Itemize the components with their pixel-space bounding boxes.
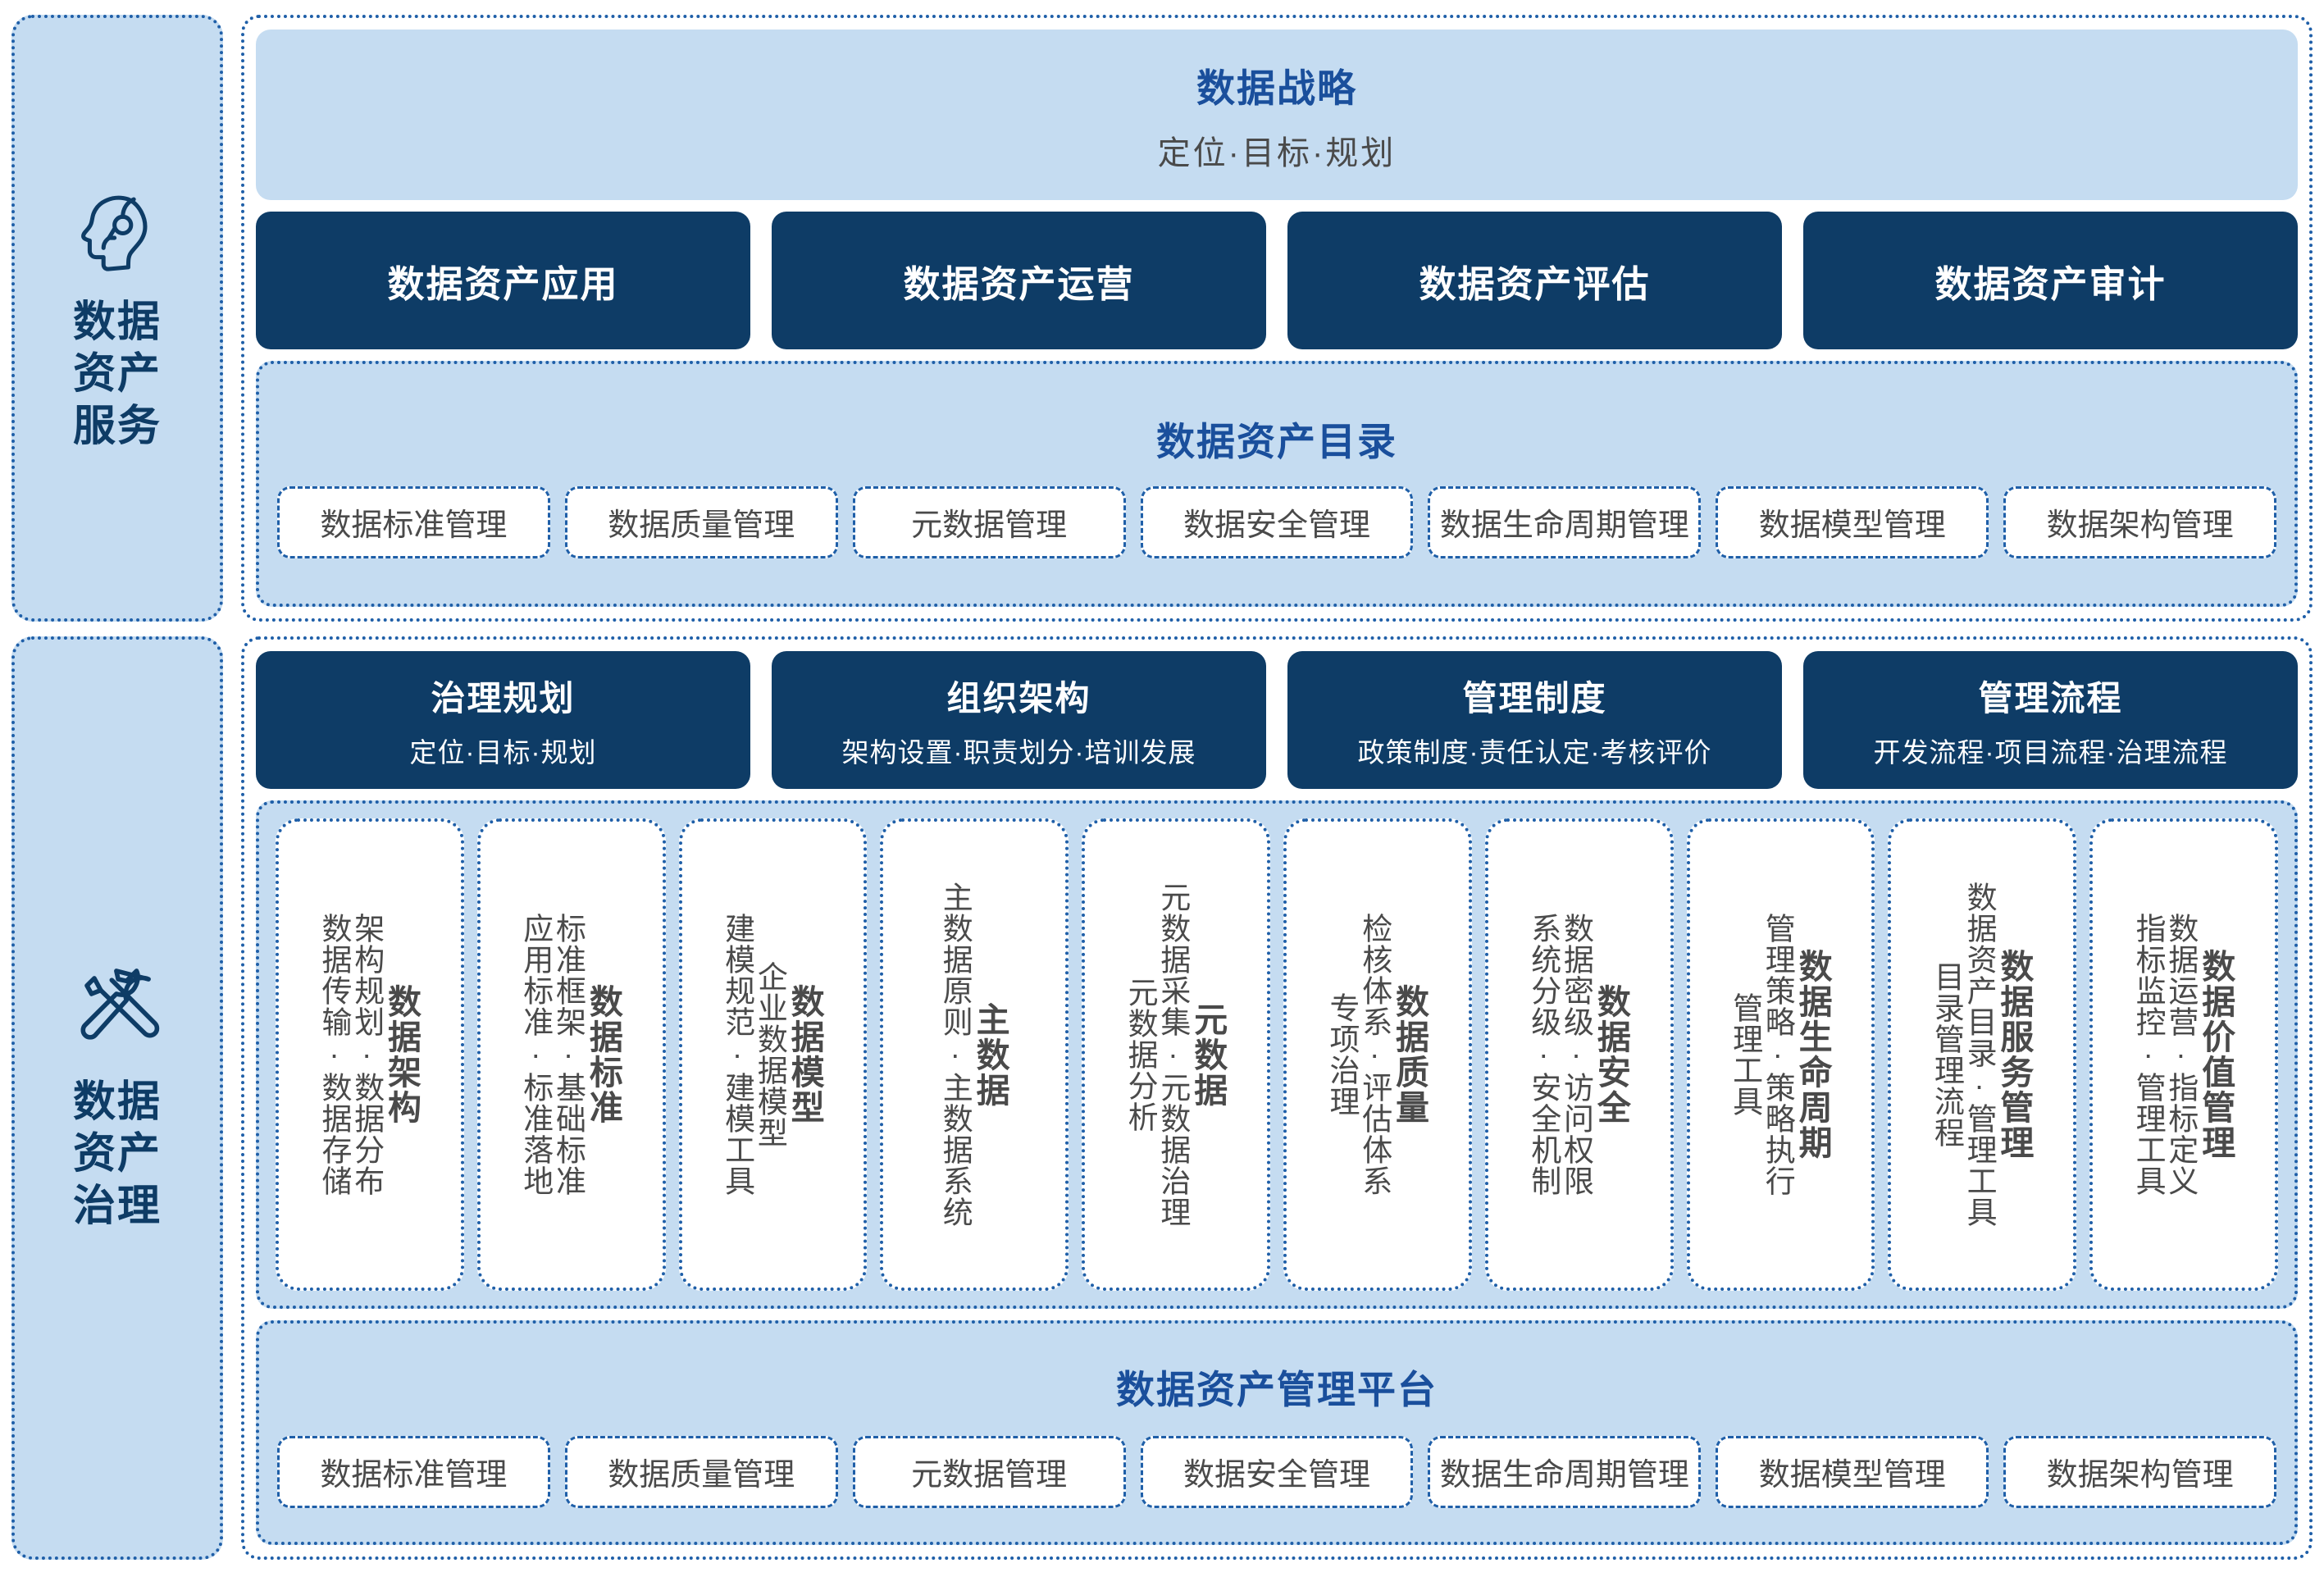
pillar-detail: 系统分级·安全机制	[1526, 913, 1561, 1196]
pillar-detail: 元数据采集·元数据治理	[1155, 882, 1190, 1228]
pillar-detail: 数据密级·访问权限	[1559, 913, 1593, 1196]
head-profile-icon	[71, 184, 163, 276]
pillar-data-model[interactable]: 数据模型 企业数据模型 建模规范·建模工具	[678, 818, 868, 1291]
box-subtitle: 政策制度·责任认定·考核评价	[1357, 736, 1712, 768]
pillar-detail: 建模规范·建模工具	[720, 913, 754, 1196]
catalog-chip-row: 数据标准管理 数据质量管理 元数据管理 数据安全管理 数据生命周期管理 数据模型…	[277, 485, 2277, 558]
pillar-detail: 管理工具	[1728, 992, 1762, 1117]
platform-title: 数据资产管理平台	[1116, 1367, 1438, 1411]
platform-chip[interactable]: 数据标准管理	[277, 1435, 550, 1508]
pillar-title: 数据价值管理	[2196, 949, 2235, 1160]
pillar-detail: 检核体系·评估体系	[1357, 913, 1392, 1196]
catalog-title: 数据资产目录	[1156, 419, 1397, 463]
pillar-data-architecture[interactable]: 数据架构 架构规划·数据分布 数据传输·数据存储	[276, 818, 464, 1291]
catalog-chip[interactable]: 数据架构管理	[2003, 485, 2277, 558]
catalog-chip[interactable]: 数据标准管理	[277, 485, 550, 558]
pillar-title: 元数据	[1188, 1001, 1227, 1108]
governance-box-process[interactable]: 管理流程 开发流程·项目流程·治理流程	[1803, 651, 2298, 789]
box-title: 数据资产审计	[1934, 262, 2167, 305]
pillar-detail: 专项治理	[1324, 992, 1359, 1117]
platform-chip[interactable]: 数据架构管理	[2003, 1435, 2277, 1508]
asset-service-box-evaluation[interactable]: 数据资产评估	[1287, 212, 1782, 349]
sidebar-item-data-asset-service[interactable]: 数据资产服务	[11, 15, 223, 622]
governance-box-organization[interactable]: 组织架构 架构设置·职责划分·培训发展	[772, 651, 1266, 789]
sidebar-item-label: 数据资产服务	[72, 298, 162, 450]
box-subtitle: 开发流程·项目流程·治理流程	[1873, 736, 2228, 768]
data-asset-service-band: 数据资产服务 数据战略 定位·目标·规划 数据资产应用 数据资产运营 数据资产评…	[11, 15, 2313, 622]
platform-chip-row: 数据标准管理 数据质量管理 元数据管理 数据安全管理 数据生命周期管理 数据模型…	[277, 1435, 2277, 1508]
catalog-chip[interactable]: 元数据管理	[852, 485, 1126, 558]
pillar-detail: 指标监控·管理工具	[2131, 913, 2166, 1196]
pillar-detail: 目录管理流程	[1930, 961, 1964, 1148]
platform-chip[interactable]: 数据模型管理	[1716, 1435, 1989, 1508]
box-title: 组织架构	[946, 678, 1091, 718]
pillar-data-standard[interactable]: 数据标准 标准框架·基础标准 应用标准·标准落地	[476, 818, 666, 1291]
box-subtitle: 架构设置·职责划分·培训发展	[841, 736, 1196, 768]
pillar-title: 数据模型	[786, 984, 824, 1125]
pillar-detail: 主数据原则·主数据系统	[938, 882, 973, 1228]
catalog-chip[interactable]: 数据模型管理	[1716, 485, 1989, 558]
box-title: 数据资产评估	[1419, 262, 1651, 305]
platform-chip[interactable]: 数据质量管理	[564, 1435, 838, 1508]
pillar-title: 数据标准	[584, 984, 622, 1125]
data-asset-governance-band: 数据资产治理 治理规划 定位·目标·规划 组织架构 架构设置·职责划分·培训发展…	[11, 636, 2313, 1560]
catalog-chip[interactable]: 数据安全管理	[1140, 485, 1414, 558]
box-title: 数据资产应用	[387, 262, 619, 305]
pillar-title: 主数据	[971, 1001, 1009, 1108]
catalog-chip[interactable]: 数据生命周期管理	[1428, 485, 1702, 558]
pillar-detail: 企业数据模型	[753, 961, 787, 1148]
pillar-data-service-management[interactable]: 数据服务管理 数据资产目录·管理工具 目录管理流程	[1888, 818, 2077, 1291]
pillar-detail: 架构规划·数据分布	[349, 913, 384, 1196]
governance-outer-container: 治理规划 定位·目标·规划 组织架构 架构设置·职责划分·培训发展 管理制度 政…	[241, 636, 2313, 1560]
wrench-screwdriver-icon	[71, 964, 163, 1055]
pillar-data-lifecycle[interactable]: 数据生命周期 管理策略·策略执行 管理工具	[1686, 818, 1875, 1291]
sidebar-item-label: 数据资产治理	[72, 1078, 162, 1230]
pillar-master-data[interactable]: 主数据 主数据原则·主数据系统	[880, 818, 1069, 1291]
box-title: 治理规划	[431, 678, 576, 718]
pillar-data-quality[interactable]: 数据质量 检核体系·评估体系 专项治理	[1283, 818, 1472, 1291]
asset-service-box-application[interactable]: 数据资产应用	[256, 212, 750, 349]
pillar-metadata[interactable]: 元数据 元数据采集·元数据治理 元数据分析	[1082, 818, 1270, 1291]
governance-box-planning[interactable]: 治理规划 定位·目标·规划	[256, 651, 750, 789]
platform-chip[interactable]: 元数据管理	[852, 1435, 1126, 1508]
pillar-detail: 数据传输·数据存储	[317, 913, 351, 1196]
data-strategy-title: 数据战略	[1196, 66, 1357, 110]
pillar-title: 数据生命周期	[1793, 949, 1832, 1160]
catalog-chip[interactable]: 数据质量管理	[564, 485, 838, 558]
platform-chip[interactable]: 数据安全管理	[1140, 1435, 1414, 1508]
pillar-data-value-management[interactable]: 数据价值管理 数据运营·指标定义 指标监控·管理工具	[2089, 818, 2278, 1291]
governance-box-policy[interactable]: 管理制度 政策制度·责任认定·考核评价	[1287, 651, 1782, 789]
box-title: 管理制度	[1462, 678, 1607, 718]
pillar-title: 数据安全	[1592, 984, 1630, 1125]
sidebar-item-data-asset-governance[interactable]: 数据资产治理	[11, 636, 223, 1560]
governance-pillar-row: 数据架构 架构规划·数据分布 数据传输·数据存储 数据标准 标准框架·基础标准 …	[256, 800, 2298, 1309]
pillar-detail: 元数据分析	[1123, 977, 1158, 1133]
box-subtitle: 定位·目标·规划	[409, 736, 597, 768]
data-strategy-banner: 数据战略 定位·目标·规划	[256, 30, 2298, 200]
pillar-detail: 管理策略·策略执行	[1761, 913, 1795, 1196]
data-asset-platform-panel: 数据资产管理平台 数据标准管理 数据质量管理 元数据管理 数据安全管理 数据生命…	[256, 1320, 2298, 1545]
service-outer-container: 数据战略 定位·目标·规划 数据资产应用 数据资产运营 数据资产评估 数据资产审…	[241, 15, 2313, 622]
pillar-detail: 数据资产目录·管理工具	[1962, 882, 1997, 1228]
asset-service-box-operation[interactable]: 数据资产运营	[772, 212, 1266, 349]
asset-service-box-audit[interactable]: 数据资产审计	[1803, 212, 2298, 349]
pillar-detail: 数据运营·指标定义	[2163, 913, 2198, 1196]
pillar-data-security[interactable]: 数据安全 数据密级·访问权限 系统分级·安全机制	[1484, 818, 1674, 1291]
governance-button-row: 治理规划 定位·目标·规划 组织架构 架构设置·职责划分·培训发展 管理制度 政…	[256, 651, 2298, 789]
pillar-detail: 标准框架·基础标准	[551, 913, 586, 1196]
asset-service-button-row: 数据资产应用 数据资产运营 数据资产评估 数据资产审计	[256, 212, 2298, 349]
data-strategy-subtitle: 定位·目标·规划	[1157, 134, 1397, 171]
pillar-title: 数据服务管理	[1994, 949, 2033, 1160]
pillar-detail: 应用标准·标准落地	[518, 913, 553, 1196]
data-asset-catalog-panel: 数据资产目录 数据标准管理 数据质量管理 元数据管理 数据安全管理 数据生命周期…	[256, 361, 2298, 607]
pillar-title: 数据架构	[382, 984, 421, 1125]
platform-chip[interactable]: 数据生命周期管理	[1428, 1435, 1702, 1508]
box-title: 数据资产运营	[903, 262, 1135, 305]
box-title: 管理流程	[1978, 678, 2123, 718]
pillar-title: 数据质量	[1390, 984, 1429, 1125]
